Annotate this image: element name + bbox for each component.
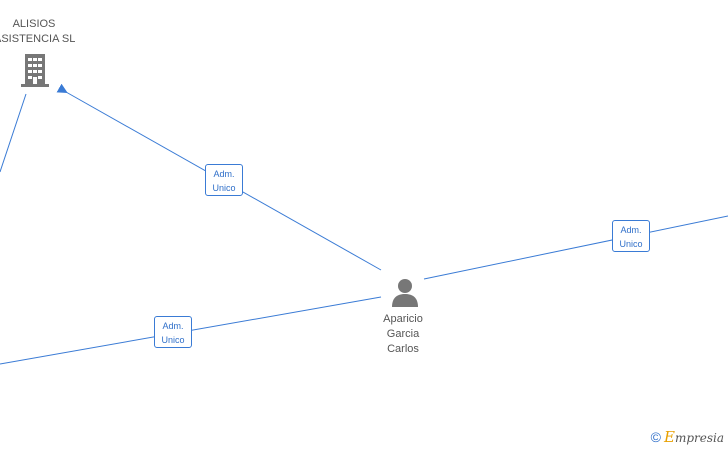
brand-logo-text: mpresia bbox=[674, 431, 724, 445]
brand-watermark: ©Empresia bbox=[651, 428, 724, 446]
person-name[interactable]: Aparicio Garcia Carlos bbox=[363, 312, 443, 357]
edge-label-line2: Unico bbox=[161, 335, 185, 345]
company-name-line1: ALISIOS bbox=[12, 18, 56, 30]
person-name-line2: Garcia bbox=[386, 328, 420, 340]
edge-label-line1: Adm. bbox=[162, 321, 184, 331]
edge-label-line1: Adm. bbox=[620, 225, 642, 235]
brand-logo-initial: E bbox=[663, 428, 675, 446]
edge-label-person-company[interactable]: Adm. Unico bbox=[205, 164, 243, 196]
edge-company-left bbox=[0, 93, 27, 173]
person-icon[interactable] bbox=[390, 277, 420, 307]
copyright-icon: © bbox=[650, 429, 661, 445]
edge-label-person-bottom-left[interactable]: Adm. Unico bbox=[154, 316, 192, 348]
person-name-line1: Aparicio bbox=[383, 313, 423, 325]
edge-label-person-right[interactable]: Adm. Unico bbox=[612, 220, 650, 252]
edge-label-line2: Unico bbox=[212, 183, 236, 193]
company-name[interactable]: ALISIOS ASISTENCIA SL bbox=[0, 17, 76, 47]
company-name-line2: ASISTENCIA SL bbox=[0, 33, 76, 45]
edge-label-line1: Adm. bbox=[213, 169, 235, 179]
person-name-line3: Carlos bbox=[387, 343, 419, 355]
edge-person-right bbox=[423, 215, 728, 280]
edge-label-line2: Unico bbox=[619, 239, 643, 249]
building-icon[interactable] bbox=[19, 52, 51, 88]
